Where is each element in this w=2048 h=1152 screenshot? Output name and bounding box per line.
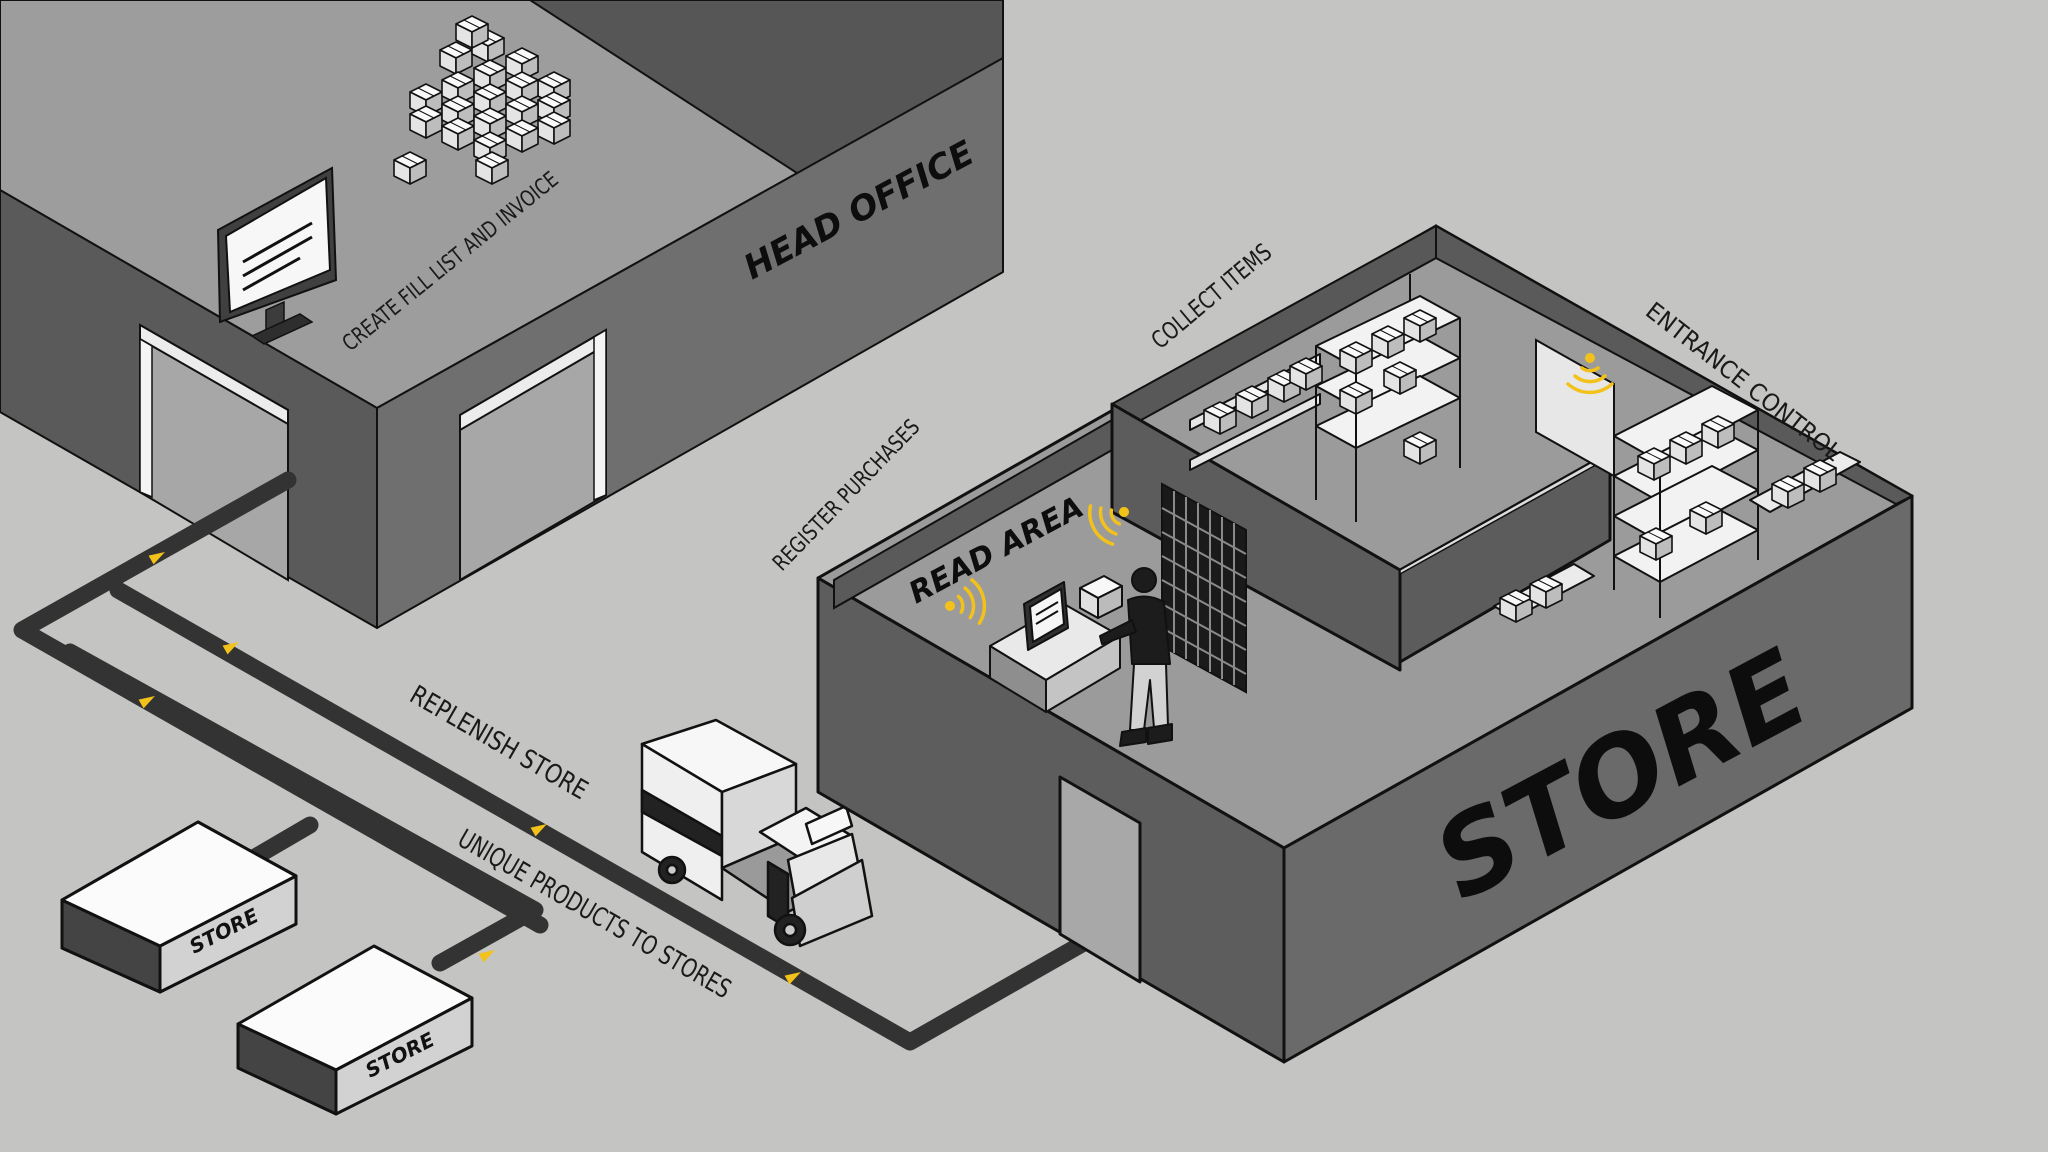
rfid-gate <box>1161 482 1247 694</box>
delivery-truck <box>640 718 874 948</box>
cashier-person <box>1099 567 1173 747</box>
head-office-building: HEAD OFFICE CREATE FILL LIST AND INVOICE <box>0 0 1004 629</box>
loading-door-right <box>459 328 607 582</box>
checkout-counter <box>989 575 1123 713</box>
small-store-2: STORE <box>236 944 474 1116</box>
monitor-icon <box>216 166 338 345</box>
loading-door-left <box>139 323 289 582</box>
path-unique-branch <box>241 816 319 869</box>
path-replenish-store <box>109 581 1147 1051</box>
path-unique-products <box>61 643 544 972</box>
main-store-building: STORE READ AREA <box>816 224 1915 1064</box>
small-store-1: STORE <box>60 820 298 994</box>
replenish-store-label: REPLENISH STORE <box>405 680 593 806</box>
